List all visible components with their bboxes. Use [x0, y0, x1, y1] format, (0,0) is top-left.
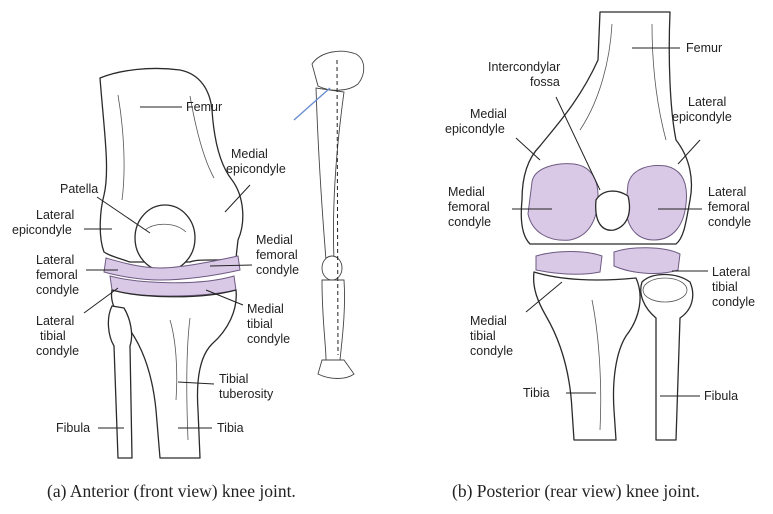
posterior-medial-femoral-cartilage — [528, 164, 598, 241]
anterior-fibula — [108, 306, 132, 458]
posterior-fibula — [641, 275, 693, 441]
posterior-caption: (b) Posterior (rear view) knee joint. — [452, 481, 700, 501]
posterior-tibia-label: Tibia — [523, 386, 550, 400]
posterior-lateral-femoral-cartilage — [626, 166, 686, 240]
posterior-tibia — [534, 272, 640, 440]
anterior-patella-label: Patella — [60, 182, 98, 196]
posterior-fibula-label: Fibula — [704, 389, 738, 403]
leg-skeleton-locator — [294, 51, 364, 378]
anterior-fibula-label: Fibula — [56, 421, 90, 435]
posterior-lateral-tibial-cartilage — [614, 248, 680, 274]
anterior-tibia-label: Tibia — [217, 421, 244, 435]
posterior-medial-tibial-cartilage — [536, 252, 602, 275]
posterior-intercondylar-fossa — [596, 191, 630, 230]
anterior-caption: (a) Anterior (front view) knee joint. — [47, 481, 296, 501]
anterior-patella — [135, 205, 195, 271]
anterior-femur-label: Femur — [186, 100, 222, 114]
posterior-femur-label: Femur — [686, 41, 722, 55]
